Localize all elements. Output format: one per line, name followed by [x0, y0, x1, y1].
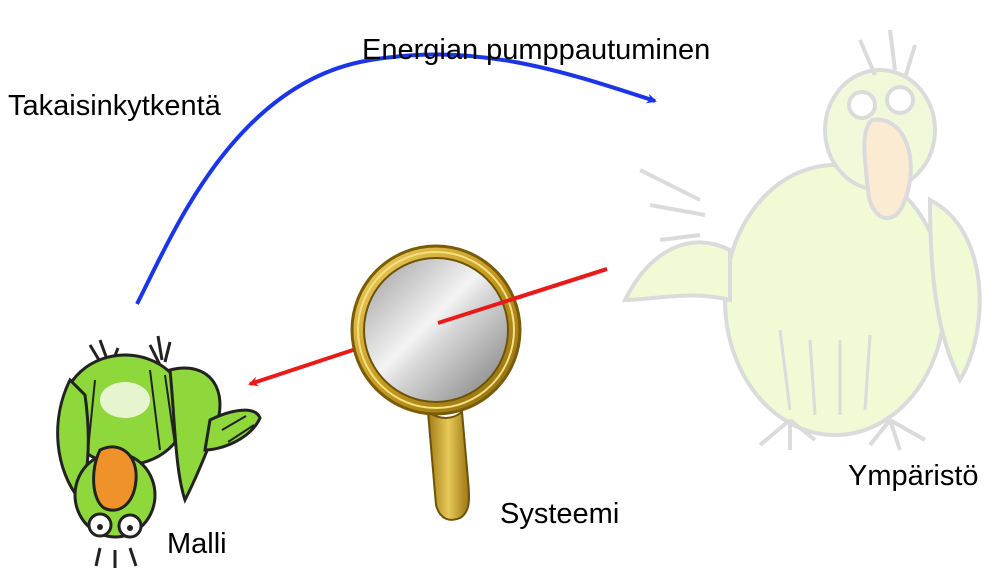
faded-parrot-icon [625, 30, 980, 450]
feedback-label: Takaisinkytkentä [8, 92, 221, 121]
environment-label: Ympäristö [848, 462, 979, 491]
magnifying-mirror-icon [352, 246, 520, 520]
parrot-upside-down-icon [58, 336, 260, 568]
model-label: Malli [167, 530, 227, 559]
energy-pumping-label: Energian pumppautuminen [362, 36, 710, 65]
system-label: Systeemi [500, 500, 619, 529]
